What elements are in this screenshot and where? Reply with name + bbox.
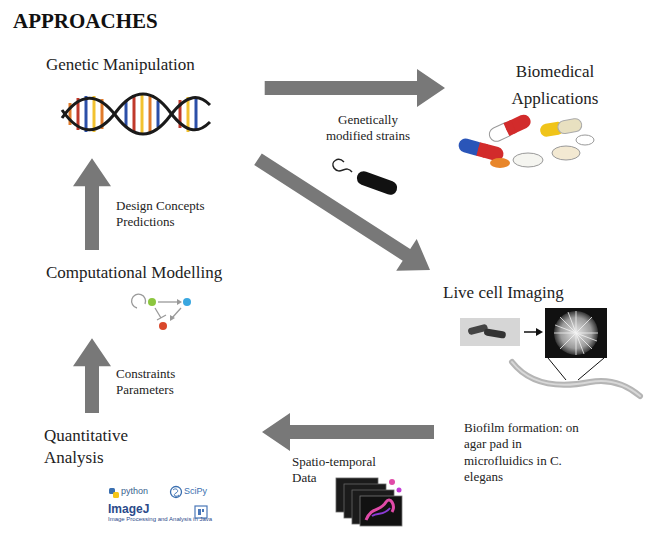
flow-arrow [262,413,434,451]
edge-label: Design Concepts Predictions [116,198,236,231]
approach-name: Computational Modelling [46,262,222,283]
approach-label: Live cell Imaging [443,282,564,303]
flow-arrow [265,69,445,107]
approach-name: Biomedical Applications [490,58,620,112]
approach-label: Genetic Manipulation [46,54,195,75]
edge-label: Spatio-temporal Data [292,454,392,487]
logo-subtitle: Image Processing and Analysis in Java [108,516,212,524]
flow-note: Genetically modified strains [316,112,420,145]
approach-name: Live cell Imaging [443,282,564,303]
diagram-title: APPROACHES [13,9,158,34]
biofilm-note: Biofilm formation: on agar pad in microf… [464,420,582,485]
pills [457,112,594,168]
approach-name: Genetic Manipulation [46,54,195,75]
approach-label: Biomedical Applications [490,58,620,112]
flow-arrow [254,153,430,270]
software-logos [109,487,207,519]
logo-text: python [121,486,148,497]
data-stack [336,478,402,526]
network-icon [132,294,191,330]
logo-text: ImageJ [108,502,149,517]
approach-name: Quantitative Analysis [44,425,162,469]
approach-label: Computational Modelling [46,262,222,283]
bacterium [333,160,399,197]
microscopy-images [460,308,640,396]
dna-helix [62,94,210,134]
approach-label: Quantitative Analysis [44,425,162,469]
logo-text: SciPy [184,486,207,497]
flow-arrow [73,158,111,250]
flow-arrow [73,338,111,413]
edge-label: Constraints Parameters [116,366,216,399]
